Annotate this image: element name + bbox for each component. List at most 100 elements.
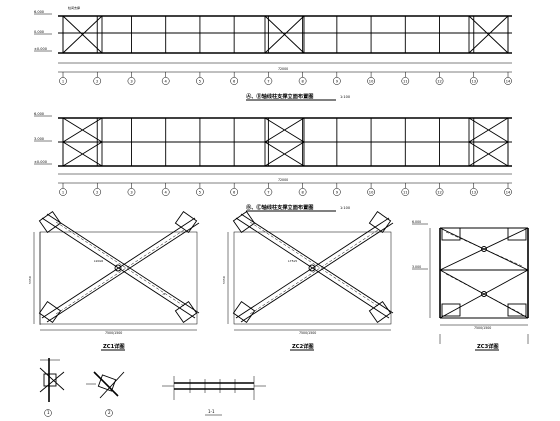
elev1-axis-bubble (93, 77, 102, 85)
zc3-span-label: 7500/1500 (474, 326, 491, 330)
detail-zc3: 6.000 3.000 7500/1500 ZC3详图 (412, 220, 529, 351)
elev1-axis-label: 8 (301, 79, 304, 83)
elev1-axis-bubble (435, 77, 444, 85)
elev1-bottom-label: ±0.000 (34, 47, 47, 51)
elev1-axis-label: 14 (506, 79, 511, 83)
elev2-axis-label: 14 (506, 190, 511, 194)
elev2-axis-bubble (230, 188, 239, 196)
elev2-axis-bubble (469, 188, 478, 196)
elev1-braced-bay-2 (264, 15, 305, 54)
elev1-axis-bubble (230, 77, 239, 85)
zc2-title: ZC2详图 (292, 342, 314, 350)
elev1-axis-bubble (332, 77, 341, 85)
elev2-axis-label: 11 (403, 190, 408, 194)
elev1-axis-label: 5 (199, 79, 201, 83)
elev2-axis-label: 9 (336, 190, 339, 194)
elev2-axis-label: 1 (62, 190, 64, 194)
elev2-axis-label: 8 (301, 190, 304, 194)
elev2-axis-label: 4 (165, 190, 168, 194)
zc1-span-label: 7500/1500 (105, 331, 122, 335)
elev2-axis-bubble (298, 188, 307, 196)
elev1-axis-bubble (401, 77, 410, 85)
elev1-mid-label: 0.000 (34, 30, 44, 34)
zc2-span-label: 7500/1500 (299, 331, 316, 335)
zc3-elev-top: 6.000 (412, 220, 421, 224)
elev1-axis-label: 13 (471, 79, 476, 83)
elev2-axis-bubble (435, 188, 444, 196)
elev2-braced-bay-1 (62, 117, 103, 167)
zc1-plate-note: -8 (162, 292, 165, 296)
elev2-axis-label: 3 (130, 190, 132, 194)
elev2-axis-bubble (59, 188, 67, 196)
elev1-axis-bubble (504, 77, 512, 85)
elev2-braced-bay-3 (468, 117, 509, 167)
elev2-braced-bay-2 (264, 117, 305, 167)
zc1-member-note: L90x6 (94, 259, 103, 263)
elev2-title: Ⓑ、Ⓒ轴线柱支撑立面布置图 (246, 203, 313, 211)
elev2-axis-label: 6 (233, 190, 236, 194)
section-label: 1-1 (208, 409, 215, 414)
node1-label: 1 (47, 410, 50, 415)
elev2-axis-label: 7 (267, 190, 269, 194)
elev2-mid-label: 3.000 (34, 137, 44, 141)
elev1-scale: 1:100 (340, 95, 350, 99)
zc2-height-label: 5350 (222, 276, 226, 284)
elev1-axis-label: 11 (403, 79, 408, 83)
elev1-axis-label: 4 (165, 79, 168, 83)
elev1-axis-label: 12 (437, 79, 442, 83)
elev1-title: Ⓐ、Ⓓ轴线柱支撑立面布置图 (246, 92, 313, 100)
elev1-axis-bubble (161, 77, 170, 85)
elev1-axis-label: 7 (267, 79, 269, 83)
zc1-height-label: 5350 (28, 276, 32, 284)
detail-zc2: 5350 7500/1500 L75x5 ZC2详图 (222, 211, 394, 351)
elev2-scale: 1:100 (340, 206, 350, 210)
elev2-axis-label: 10 (369, 190, 374, 194)
elev2-axis-bubble (127, 188, 136, 196)
elev2-axis-label: 13 (471, 190, 476, 194)
elev1-axis-label: 3 (130, 79, 132, 83)
elev1-top-label: 6.000 (34, 10, 44, 14)
elev1-axis-label: 1 (62, 79, 64, 83)
elev1-axis-label: 10 (369, 79, 374, 83)
elev2-axis-label: 12 (437, 190, 442, 194)
elev1-braced-bay-3 (468, 15, 509, 54)
elev2-axis-label: 2 (96, 190, 98, 194)
elev1-total-dim: 72000 (278, 67, 288, 71)
elev2-axis-bubble (93, 188, 102, 196)
elev1-axis-label: 9 (336, 79, 339, 83)
elev2-axis-bubble (332, 188, 341, 196)
elev1-axis-bubble (127, 77, 136, 85)
elev1-bay-note: 柱间支撑 (68, 5, 80, 10)
elev1-axis-bubble (298, 77, 307, 85)
elev1-axis-bubble (469, 77, 478, 85)
section-1-1: 1-1 (162, 376, 266, 416)
elev2-axis-label: 5 (199, 190, 201, 194)
zc1-title: ZC1详图 (103, 342, 125, 350)
elev2-total-dim: 72000 (278, 178, 288, 182)
elevation-2: 6.000 3.000 ±0.000 (34, 112, 512, 212)
node-detail-1: 1 (39, 358, 65, 417)
elev2-axis-bubble (161, 188, 170, 196)
zc3-elev-mid: 3.000 (412, 265, 421, 269)
elev1-axis-bubble (59, 77, 67, 85)
detail-zc1: 5350 7500/1500 L90x6 -8 ZC1详图 (28, 211, 200, 351)
elev2-axis-bubble (264, 188, 273, 196)
zc2-member-note: L75x5 (288, 259, 297, 263)
elev1-axis-bubble (264, 77, 273, 85)
elev2-axis-bubble (367, 188, 375, 196)
elev2-top-label: 6.000 (34, 112, 44, 116)
node-detail-2: 2 (86, 371, 125, 417)
elevation-1: 6.000 0.000 ±0.000 柱间支撑 7 2 (34, 5, 512, 101)
elev2-bottom-label: ±0.000 (34, 160, 47, 164)
elev2-axis-bubble (504, 188, 512, 196)
elev1-axis-label: 2 (96, 79, 98, 83)
elev2-axis-bubble (196, 188, 204, 196)
elev1-braced-bay-1 (62, 15, 103, 54)
elev1-axis-bubble (196, 77, 204, 85)
elev1-axis-bubble (367, 77, 375, 85)
elev2-axis-bubble (401, 188, 410, 196)
node2-label: 2 (108, 410, 111, 415)
